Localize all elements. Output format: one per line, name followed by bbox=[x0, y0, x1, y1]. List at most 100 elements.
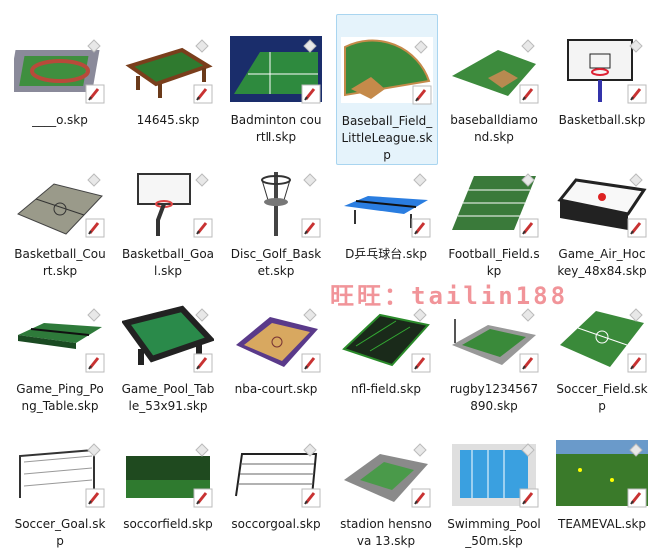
file-item[interactable]: 14645.skp bbox=[118, 14, 218, 129]
file-corner-icon bbox=[413, 173, 427, 187]
file-thumbnail bbox=[122, 305, 214, 373]
file-thumbnail bbox=[340, 440, 432, 508]
file-name-label: ____o.skp bbox=[32, 113, 88, 127]
file-corner-icon bbox=[303, 443, 317, 457]
file-name-label: Baseball_Field_LittleLeague.skp bbox=[341, 114, 433, 162]
file-item[interactable]: Soccer_Field.skp bbox=[552, 283, 649, 415]
sketchup-icon bbox=[193, 218, 213, 238]
file-corner-icon bbox=[413, 443, 427, 457]
file-thumbnail bbox=[556, 440, 648, 508]
sketchup-icon bbox=[519, 488, 539, 508]
sketchup-icon bbox=[627, 218, 647, 238]
file-corner-icon bbox=[521, 173, 535, 187]
file-item[interactable]: Soccer_Goal.skp bbox=[10, 418, 110, 550]
file-name-label: TEAMEVAL.skp bbox=[557, 517, 647, 531]
sketchup-icon bbox=[411, 488, 431, 508]
file-name-label: Game_Pool_Table_53x91.skp bbox=[121, 382, 215, 413]
file-name-label: rugby1234567890.skp bbox=[449, 382, 539, 413]
file-item[interactable]: rugby1234567890.skp bbox=[444, 283, 544, 415]
file-corner-icon bbox=[87, 173, 101, 187]
sketchup-icon bbox=[193, 84, 213, 104]
file-name-label: Basketball_Court.skp bbox=[14, 247, 106, 278]
file-name-label: Disc_Golf_Basket.skp bbox=[230, 247, 322, 278]
file-corner-icon bbox=[629, 308, 643, 322]
file-item[interactable]: nfl-field.skp bbox=[336, 283, 436, 398]
file-name-label: stadion hensnova 13.skp bbox=[340, 517, 432, 548]
file-name-label: Game_Air_Hockey_48x84.skp bbox=[557, 247, 647, 278]
file-corner-icon bbox=[413, 308, 427, 322]
file-item[interactable]: D乒乓球台.skp bbox=[336, 148, 436, 263]
file-thumbnail bbox=[448, 305, 540, 373]
file-item[interactable]: baseballdiamond.skp bbox=[444, 14, 544, 146]
sketchup-icon bbox=[627, 353, 647, 373]
file-corner-icon bbox=[303, 308, 317, 322]
file-name-label: Soccer_Field.skp bbox=[556, 382, 648, 413]
file-item[interactable]: Basketball_Goal.skp bbox=[118, 148, 218, 280]
file-name-label: Football_Field.skp bbox=[448, 247, 540, 278]
file-thumbnail bbox=[448, 440, 540, 508]
sketchup-icon bbox=[85, 84, 105, 104]
file-thumbnail bbox=[230, 36, 322, 104]
file-item[interactable]: nba-court.skp bbox=[226, 283, 326, 398]
file-item[interactable]: Swimming_Pool_50m.skp bbox=[444, 418, 544, 550]
file-name-label: 14645.skp bbox=[136, 113, 200, 127]
sketchup-icon bbox=[411, 218, 431, 238]
file-item[interactable]: Basketball_Court.skp bbox=[10, 148, 110, 280]
file-name-label: D乒乓球台.skp bbox=[345, 247, 427, 261]
sketchup-icon bbox=[627, 488, 647, 508]
file-thumbnail bbox=[122, 170, 214, 238]
file-thumbnail bbox=[14, 440, 106, 508]
file-corner-icon bbox=[195, 173, 209, 187]
file-thumbnail bbox=[340, 170, 432, 238]
sketchup-icon bbox=[193, 353, 213, 373]
file-thumbnail bbox=[448, 36, 540, 104]
sketchup-icon bbox=[193, 488, 213, 508]
file-thumbnail bbox=[556, 305, 648, 373]
file-item[interactable]: Game_Air_Hockey_48x84.skp bbox=[552, 148, 649, 280]
file-item[interactable]: ____o.skp bbox=[10, 14, 110, 129]
file-name-label: Soccer_Goal.skp bbox=[14, 517, 106, 548]
sketchup-icon bbox=[412, 85, 432, 105]
file-name-label: soccorgoal.skp bbox=[231, 517, 321, 531]
file-item[interactable]: Badminton courtⅡ.skp bbox=[226, 14, 326, 146]
file-thumbnail bbox=[14, 305, 106, 373]
file-corner-icon bbox=[521, 443, 535, 457]
file-name-label: Badminton courtⅡ.skp bbox=[230, 113, 322, 144]
sketchup-icon bbox=[301, 488, 321, 508]
file-thumbnail bbox=[556, 36, 648, 104]
file-corner-icon bbox=[87, 443, 101, 457]
sketchup-icon bbox=[85, 488, 105, 508]
file-corner-icon bbox=[629, 39, 643, 53]
file-item[interactable]: Basketball.skp bbox=[552, 14, 649, 129]
file-item[interactable]: Game_Ping_Pong_Table.skp bbox=[10, 283, 110, 415]
sketchup-icon bbox=[301, 84, 321, 104]
file-corner-icon bbox=[195, 39, 209, 53]
sketchup-icon bbox=[301, 218, 321, 238]
sketchup-icon bbox=[411, 353, 431, 373]
file-item[interactable]: soccorfield.skp bbox=[118, 418, 218, 533]
file-thumbnail bbox=[340, 305, 432, 373]
file-item[interactable]: Game_Pool_Table_53x91.skp bbox=[118, 283, 218, 415]
file-corner-icon bbox=[629, 443, 643, 457]
file-name-label: Basketball_Goal.skp bbox=[121, 247, 215, 278]
file-name-label: Swimming_Pool_50m.skp bbox=[447, 517, 541, 548]
file-corner-icon bbox=[521, 308, 535, 322]
file-thumbnail bbox=[14, 170, 106, 238]
file-item[interactable]: Baseball_Field_LittleLeague.skp bbox=[336, 14, 438, 165]
file-thumbnail bbox=[122, 440, 214, 508]
sketchup-icon bbox=[519, 218, 539, 238]
file-item[interactable]: stadion hensnova 13.skp bbox=[336, 418, 436, 550]
sketchup-icon bbox=[301, 353, 321, 373]
file-thumbnail bbox=[341, 37, 433, 105]
file-corner-icon bbox=[87, 308, 101, 322]
file-item[interactable]: Football_Field.skp bbox=[444, 148, 544, 280]
file-thumbnail bbox=[230, 305, 322, 373]
sketchup-icon bbox=[85, 218, 105, 238]
file-corner-icon bbox=[195, 308, 209, 322]
file-item[interactable]: Disc_Golf_Basket.skp bbox=[226, 148, 326, 280]
file-item[interactable]: soccorgoal.skp bbox=[226, 418, 326, 533]
file-item[interactable]: TEAMEVAL.skp bbox=[552, 418, 649, 533]
file-name-label: nba-court.skp bbox=[234, 382, 318, 396]
file-thumbnail bbox=[448, 170, 540, 238]
sketchup-icon bbox=[519, 84, 539, 104]
